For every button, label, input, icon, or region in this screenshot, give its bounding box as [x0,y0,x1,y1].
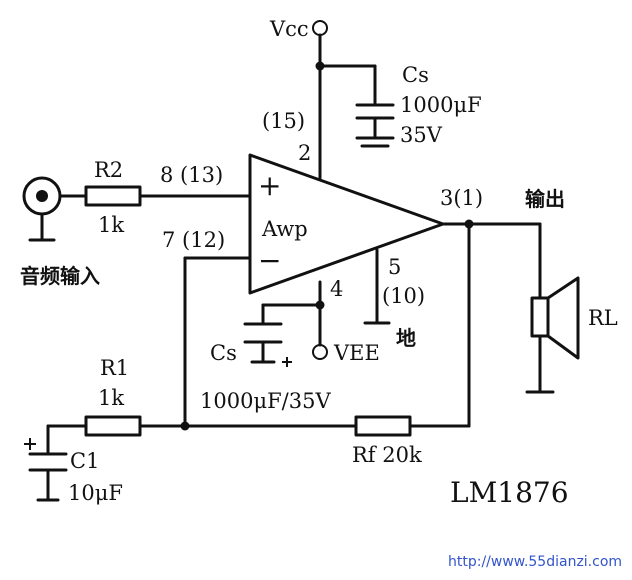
pin-vee-label: 4 [330,277,343,301]
pin-out-label: 3(1) [440,186,483,210]
watermark: http://www.55dianzi.com [448,554,622,570]
c1-capacitor [24,438,68,502]
r1-name: R1 [100,356,129,380]
cs-top-voltage: 35V [400,123,443,147]
c1-name: C1 [70,449,99,473]
r1-resistor [84,415,142,437]
r2-resistor [84,185,142,207]
pin-vcc-label: (15) [262,109,305,133]
vee-label: VEE [333,341,380,365]
chip-name: LM1876 [450,476,569,509]
minus-sign: − [258,244,281,277]
rf-label: Rf 20k [352,443,422,467]
pin-gnd-num: 5 [388,255,401,279]
r2-value: 1k [98,213,124,237]
load-label: RL [588,306,618,330]
pin-gnd-alt: (10) [382,284,425,308]
cs-bot-name: Cs [210,341,237,365]
cs-bot-value: 1000μF/35V [200,389,331,413]
cs-top-value: 1000μF [400,93,482,117]
audio-input-label: 音频输入 [20,264,100,288]
cs-bot-capacitor [243,322,292,367]
amp-label: Awp [261,217,308,241]
r2-name: R2 [94,158,123,182]
pin-in-plus-label: 8 (13) [160,163,223,187]
cs-top-capacitor [355,103,395,148]
vcc-label: Vcc [269,17,309,41]
vcc-terminal [312,20,328,36]
ground-label: 地 [396,326,416,350]
r1-value: 1k [98,386,124,410]
vee-terminal [312,344,328,360]
cs-top-name: Cs [402,63,429,87]
amplifier-symbol [248,153,445,295]
plus-sign: + [258,169,281,202]
pin-vcc-num: 2 [298,141,311,165]
output-label: 输出 [525,187,565,211]
pin-in-minus-label: 7 (12) [162,228,225,252]
rf-resistor [354,415,412,437]
c1-value: 10μF [68,481,123,505]
